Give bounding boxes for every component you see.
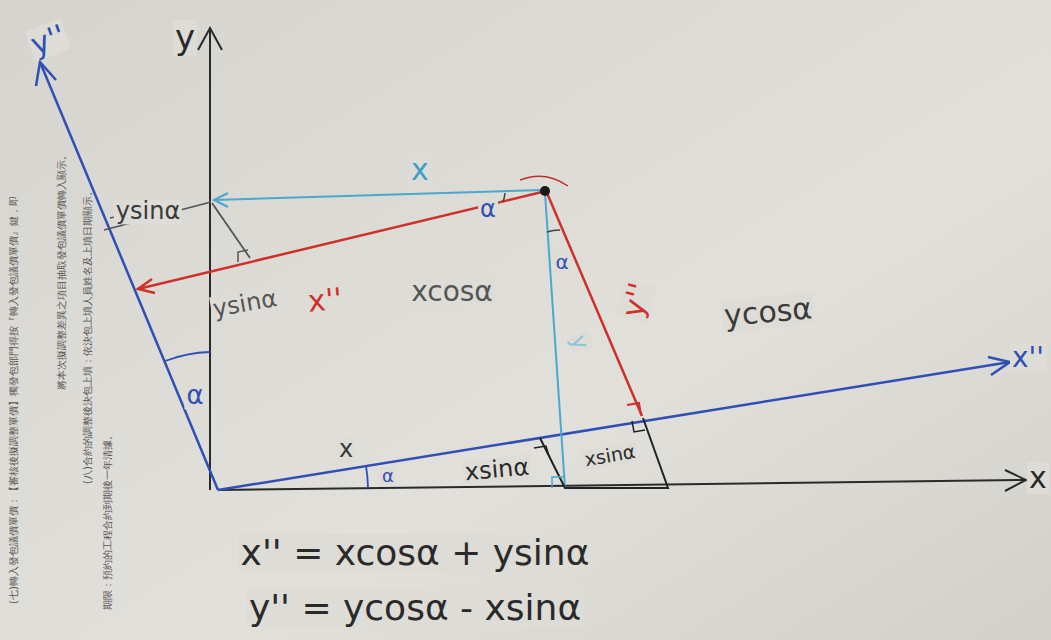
background-print: 將本次擬調整差異之項目抽取發包議價單價轉入顯示。 [57, 148, 68, 392]
length-label: xsinα [581, 441, 639, 470]
right-angle-mark [534, 446, 549, 456]
angle-arc [547, 230, 560, 232]
angle-arc [503, 193, 505, 202]
arrow-head [198, 28, 222, 50]
axis-label: y'' [616, 277, 656, 322]
axis-label: x'' [1010, 343, 1046, 372]
length-label: y [566, 330, 594, 354]
right-angle-mark [238, 250, 248, 262]
x2-projection [138, 192, 542, 289]
length-label: ysinα [114, 199, 182, 224]
length-label: x [409, 154, 431, 186]
axis-label: y'' [25, 19, 72, 62]
length-label: xsinα [462, 454, 532, 485]
length-label: ysinα [209, 286, 281, 323]
arrow-head [138, 279, 155, 293]
right-angle-mark [552, 477, 565, 488]
arrow-head [36, 62, 56, 86]
axis-label: y [173, 20, 197, 56]
formula: x'' = xcosα + ysinα [239, 534, 592, 572]
arrow-head [1005, 470, 1026, 491]
formula: y'' = ycosα - xsinα [247, 589, 583, 627]
background-print: (七)轉入發包議價單價：【審核後擬調整單價】獨發包部門得按『轉入發包議價單價』鍵… [9, 194, 20, 606]
helper-line [540, 418, 668, 488]
background-print: 期限：預約的工程合約到期後一年清據。 [103, 428, 114, 612]
helper-line [212, 203, 250, 258]
point [540, 186, 550, 196]
arrow-head [988, 357, 1010, 375]
arrow-head [214, 193, 228, 207]
axis-label: x [1027, 462, 1049, 494]
angle-label: α [553, 252, 570, 273]
angle-arc [165, 352, 210, 361]
x2-axis [218, 362, 1010, 490]
right-angle-mark [627, 403, 641, 415]
angle-arc [366, 466, 368, 488]
angle-label: α [184, 382, 205, 409]
length-label: xcosα [409, 277, 495, 306]
length-label: ycosα [721, 292, 815, 331]
length-label: x [337, 437, 355, 462]
background-print: (八)合約的調整後決包上填：依決包上填人員姓名及上填日期顯示。 [83, 184, 94, 486]
axis-label: x'' [305, 283, 346, 318]
arc-mark [520, 176, 568, 186]
y-projection [545, 193, 565, 488]
y-axis [209, 28, 211, 490]
angle-label: α [380, 467, 396, 486]
angle-label: α [478, 197, 498, 222]
right-angle-mark [632, 421, 645, 432]
